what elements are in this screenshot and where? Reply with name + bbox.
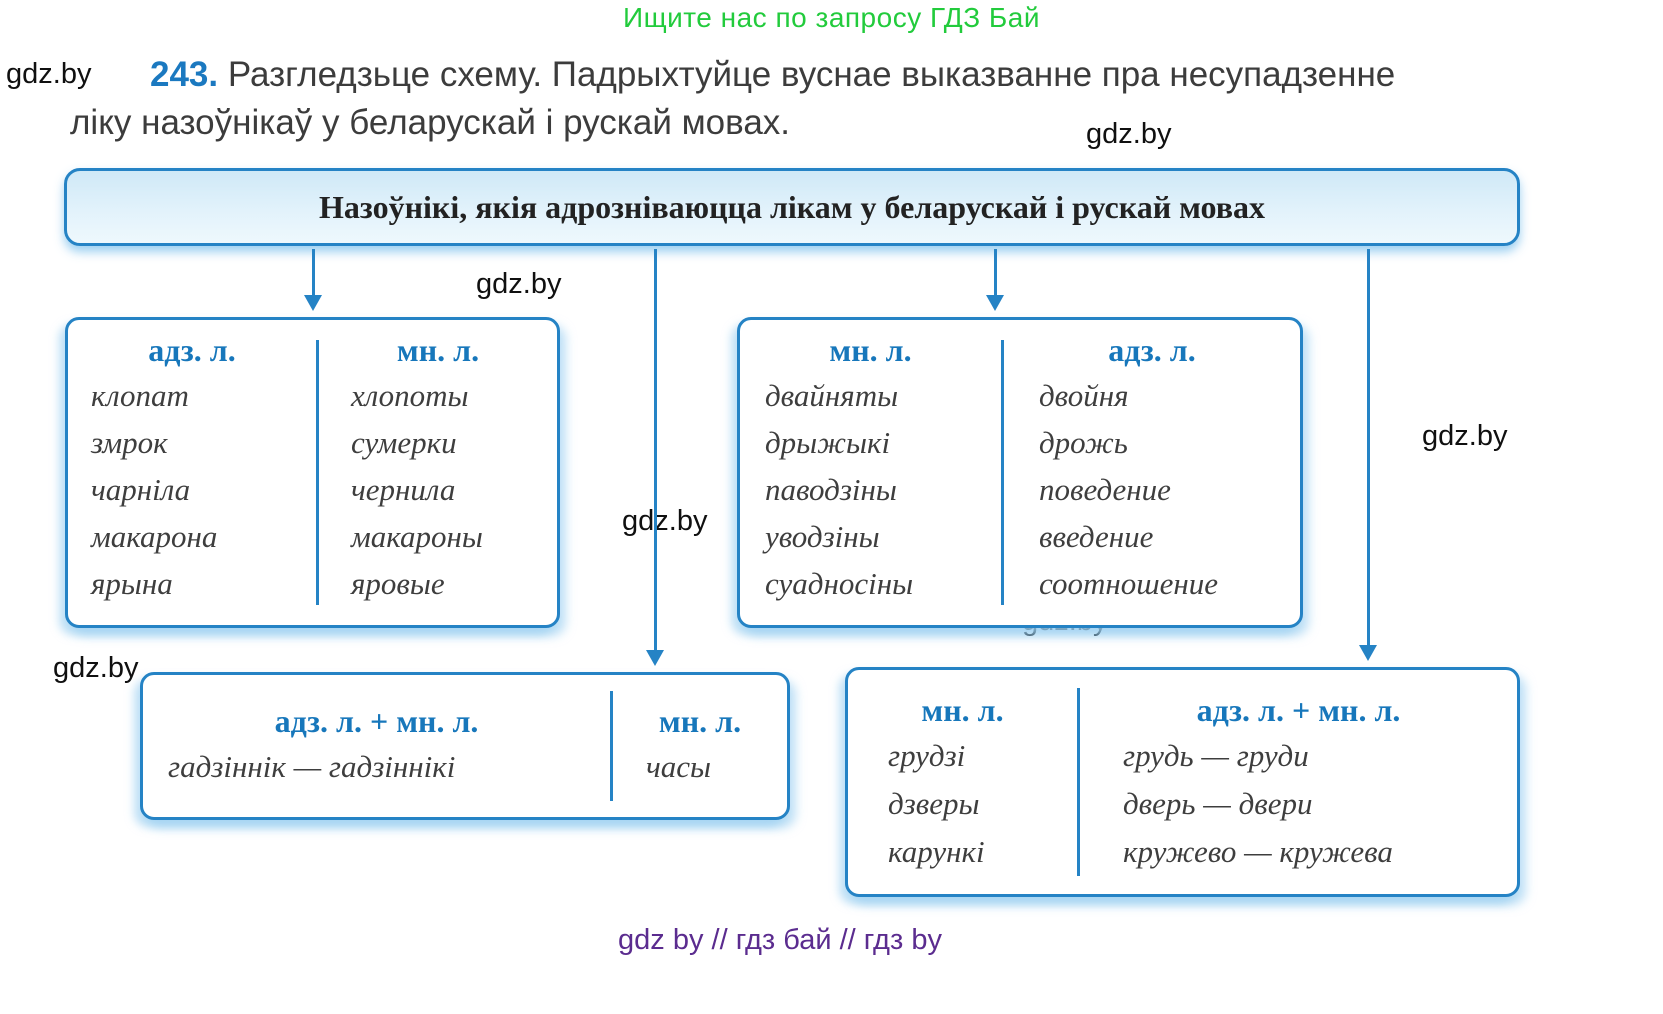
number-form-header: адз. л. (148, 332, 236, 368)
word-item: дверь — двери (1123, 786, 1313, 821)
word-item: клопат (91, 378, 189, 413)
word-column: адз. л. + мн. л. грудь — груди дверь — дв… (1080, 670, 1517, 894)
word-item: гадзіннік — гадзіннікі (168, 749, 456, 784)
word-item: дрожь (1039, 425, 1128, 460)
word-list: гадзіннік — гадзіннікі (143, 743, 610, 790)
gdz-watermark: gdz.by (1086, 118, 1172, 150)
connector-arrow-down-icon (1359, 249, 1377, 661)
word-item: дзверы (888, 786, 980, 821)
word-item: двойня (1039, 378, 1129, 413)
word-box-both-plural: адз. л. + мн. л. гадзіннік — гадзіннікі … (140, 672, 790, 820)
task-text-line2: ліку назоўнікаў у беларускай і рускай мо… (70, 103, 791, 142)
word-item: ярына (91, 566, 173, 601)
word-column: адз. л. двойня дрожь поведение введение соот… (1004, 320, 1300, 625)
column-divider (1001, 340, 1004, 605)
number-form-header: адз. л. + мн. л. (1196, 692, 1401, 728)
connector-arrow-down-icon (646, 249, 664, 666)
word-item: макароны (351, 519, 483, 554)
word-column: мн. л. хлопоты сумерки чернила макароны яров… (319, 320, 557, 625)
word-list: часы (613, 743, 787, 790)
word-item: змрок (91, 425, 168, 460)
connector-arrow-down-icon (304, 249, 322, 311)
word-item: чернила (351, 472, 456, 507)
word-item: паводзіны (765, 472, 897, 507)
word-item: макарона (91, 519, 218, 554)
word-item: соотношение (1039, 566, 1219, 601)
number-form-header: мн. л. (829, 332, 912, 368)
word-item: часы (646, 749, 712, 784)
word-column: адз. л. клопат змрок чарніла макарона ярына (68, 320, 316, 625)
word-item: грудь — груди (1123, 738, 1309, 773)
gdz-watermark: gdz.by (622, 505, 708, 537)
word-item: кружево — кружева (1123, 834, 1393, 869)
word-item: хлопоты (351, 378, 469, 413)
number-form-header: адз. л. + мн. л. (274, 703, 479, 739)
word-column: мн. л. часы (613, 675, 787, 817)
gdz-watermark: gdz.by (1422, 420, 1508, 452)
word-list: хлопоты сумерки чернила макароны яровые (319, 372, 557, 607)
word-list: клопат змрок чарніла макарона ярына (68, 372, 316, 607)
promo-banner: Ищите нас по запросу ГДЗ Бай (622, 2, 1041, 33)
word-item: грудзі (888, 738, 966, 773)
word-box-plural-singular: мн. л. двайняты дрыжыкі паводзіны уводзіны с… (737, 317, 1303, 628)
column-divider (1077, 688, 1080, 876)
word-column: мн. л. грудзі дзверы карункі (848, 670, 1077, 894)
column-divider (610, 691, 613, 801)
gdz-watermark: gdz.by (53, 652, 139, 684)
word-list: грудзі дзверы карункі (848, 732, 1077, 876)
number-form-header: мн. л. (921, 692, 1004, 728)
word-item: двайняты (765, 378, 899, 413)
column-divider (316, 340, 319, 605)
number-form-header: адз. л. (1108, 332, 1196, 368)
word-list: двайняты дрыжыкі паводзіны уводзіны суадносі… (740, 372, 1001, 607)
task-text: Разгледзьце схему. Падрыхтуйце вуснае вы… (227, 55, 1396, 94)
word-box-plural-both: мн. л. грудзі дзверы карункі адз. л. + мн.… (845, 667, 1520, 897)
task-text-line1: 243. Разгледзьце схему. Падрыхтуйце вусн… (150, 55, 1395, 95)
word-item: уводзіны (765, 519, 880, 554)
number-form-header: мн. л. (396, 332, 480, 368)
word-item: суадносіны (765, 566, 914, 601)
word-column: адз. л. + мн. л. гадзіннік — гадзіннікі (143, 675, 610, 817)
word-item: поведение (1039, 472, 1171, 507)
word-item: чарніла (91, 472, 191, 507)
word-item: яровые (351, 566, 445, 601)
scheme-title: Назоўнікі, якія адрозніваюцца лікам у бе… (64, 168, 1520, 246)
gdz-watermark: gdz.by (476, 268, 562, 300)
number-form-header: мн. л. (658, 703, 742, 739)
word-column: мн. л. двайняты дрыжыкі паводзіны уводзіны с… (740, 320, 1001, 625)
word-item: карункі (888, 834, 985, 869)
word-item: дрыжыкі (765, 425, 891, 460)
word-item: введение (1039, 519, 1154, 554)
task-number: 243. (150, 55, 219, 94)
word-list: грудь — груди дверь — двери кружево — круж… (1080, 732, 1517, 876)
gdz-watermark: gdz.by (6, 58, 92, 90)
footer-promo: gdz by // гдз бай // гдз by (618, 924, 942, 956)
word-item: сумерки (351, 425, 457, 460)
connector-arrow-down-icon (986, 249, 1004, 311)
word-list: двойня дрожь поведение введение соотношение (1004, 372, 1300, 607)
